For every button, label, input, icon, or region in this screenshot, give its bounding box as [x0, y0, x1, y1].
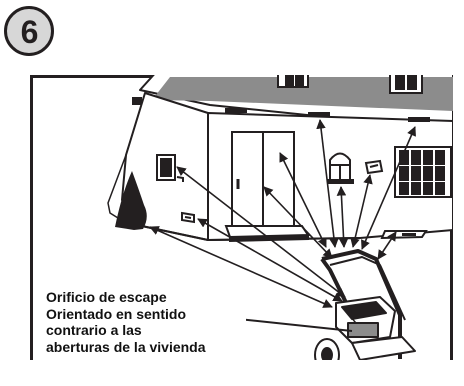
vent-icon: [364, 159, 384, 175]
step-number: 6: [20, 14, 39, 50]
caption-line-1: Orificio de escape: [46, 289, 167, 305]
caption-line-3: contrario a las: [46, 322, 142, 338]
house-exhaust-illustration: [30, 75, 453, 360]
arrow-icon: [149, 119, 416, 308]
shrub-icon: [115, 171, 147, 230]
window-icon: [277, 75, 423, 94]
step-number-badge: 6: [4, 6, 54, 56]
vent-icon: [132, 97, 430, 122]
illustration-frame: [30, 75, 453, 360]
caption-line-4: aberturas de la vivienda: [46, 338, 206, 355]
caption-line-2: Orientado en sentido: [46, 305, 187, 322]
pressure-washer-icon: [314, 249, 416, 360]
exhaust-caption: Orificio de escape Orientado en sentido …: [46, 289, 246, 355]
window-icon: [327, 152, 354, 184]
